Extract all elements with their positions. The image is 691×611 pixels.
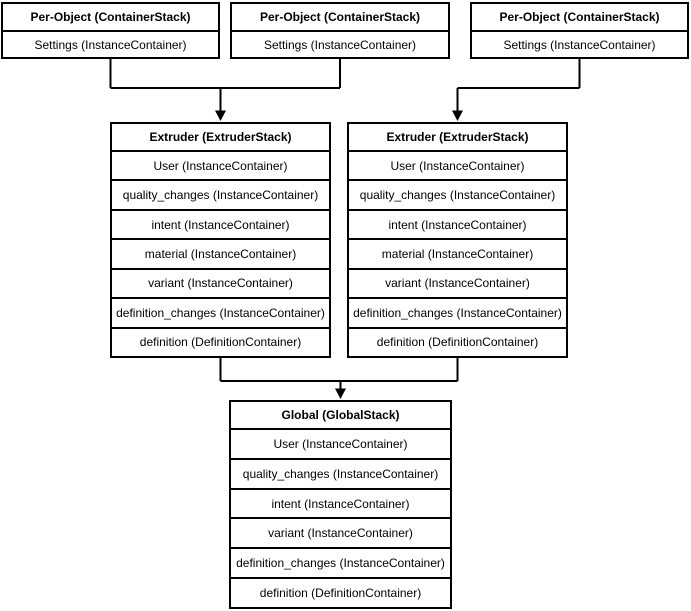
stack-box-per-object-2: Per-Object (ContainerStack) Settings (In… bbox=[230, 2, 450, 59]
box-title: Per-Object (ContainerStack) bbox=[472, 4, 687, 32]
container-row: quality_changes (InstanceContainer) bbox=[231, 460, 450, 490]
container-row: material (InstanceContainer) bbox=[349, 240, 566, 270]
box-title: Extruder (ExtruderStack) bbox=[112, 124, 329, 152]
box-title: Per-Object (ContainerStack) bbox=[232, 4, 448, 32]
box-title: Global (GlobalStack) bbox=[231, 402, 450, 430]
container-row: definition_changes (InstanceContainer) bbox=[231, 549, 450, 580]
container-row: intent (InstanceContainer) bbox=[112, 211, 329, 241]
stack-box-per-object-1: Per-Object (ContainerStack) Settings (In… bbox=[1, 2, 220, 59]
box-title: Per-Object (ContainerStack) bbox=[3, 4, 218, 32]
arrowhead-right-extruder bbox=[452, 110, 463, 121]
container-row: quality_changes (InstanceContainer) bbox=[112, 181, 329, 211]
container-row: variant (InstanceContainer) bbox=[112, 270, 329, 300]
container-row: definition_changes (InstanceContainer) bbox=[112, 299, 329, 329]
stack-box-extruder-right: Extruder (ExtruderStack) User (InstanceC… bbox=[347, 122, 568, 358]
stack-box-extruder-left: Extruder (ExtruderStack) User (InstanceC… bbox=[110, 122, 331, 358]
stack-box-per-object-3: Per-Object (ContainerStack) Settings (In… bbox=[470, 2, 689, 59]
arrowhead-left-extruder bbox=[215, 110, 226, 121]
container-row: quality_changes (InstanceContainer) bbox=[349, 181, 566, 211]
stack-box-global: Global (GlobalStack) User (InstanceConta… bbox=[229, 400, 452, 609]
container-row: material (InstanceContainer) bbox=[112, 240, 329, 270]
container-row: definition_changes (InstanceContainer) bbox=[349, 299, 566, 329]
container-row: intent (InstanceContainer) bbox=[231, 490, 450, 520]
container-row: variant (InstanceContainer) bbox=[349, 270, 566, 300]
container-row: definition (DefinitionContainer) bbox=[376, 335, 539, 350]
container-row: definition (DefinitionContainer) bbox=[259, 586, 422, 601]
container-row: Settings (InstanceContainer) bbox=[263, 37, 417, 52]
container-row: variant (InstanceContainer) bbox=[231, 519, 450, 550]
container-row: User (InstanceContainer) bbox=[349, 152, 566, 182]
container-row: Settings (InstanceContainer) bbox=[503, 37, 656, 52]
container-row: Settings (InstanceContainer) bbox=[34, 37, 187, 52]
container-row: definition (DefinitionContainer) bbox=[139, 335, 302, 350]
container-row: User (InstanceContainer) bbox=[231, 430, 450, 460]
container-row: User (InstanceContainer) bbox=[112, 152, 329, 182]
arrowhead-global bbox=[335, 388, 346, 399]
box-title: Extruder (ExtruderStack) bbox=[349, 124, 566, 152]
container-row: intent (InstanceContainer) bbox=[349, 211, 566, 241]
